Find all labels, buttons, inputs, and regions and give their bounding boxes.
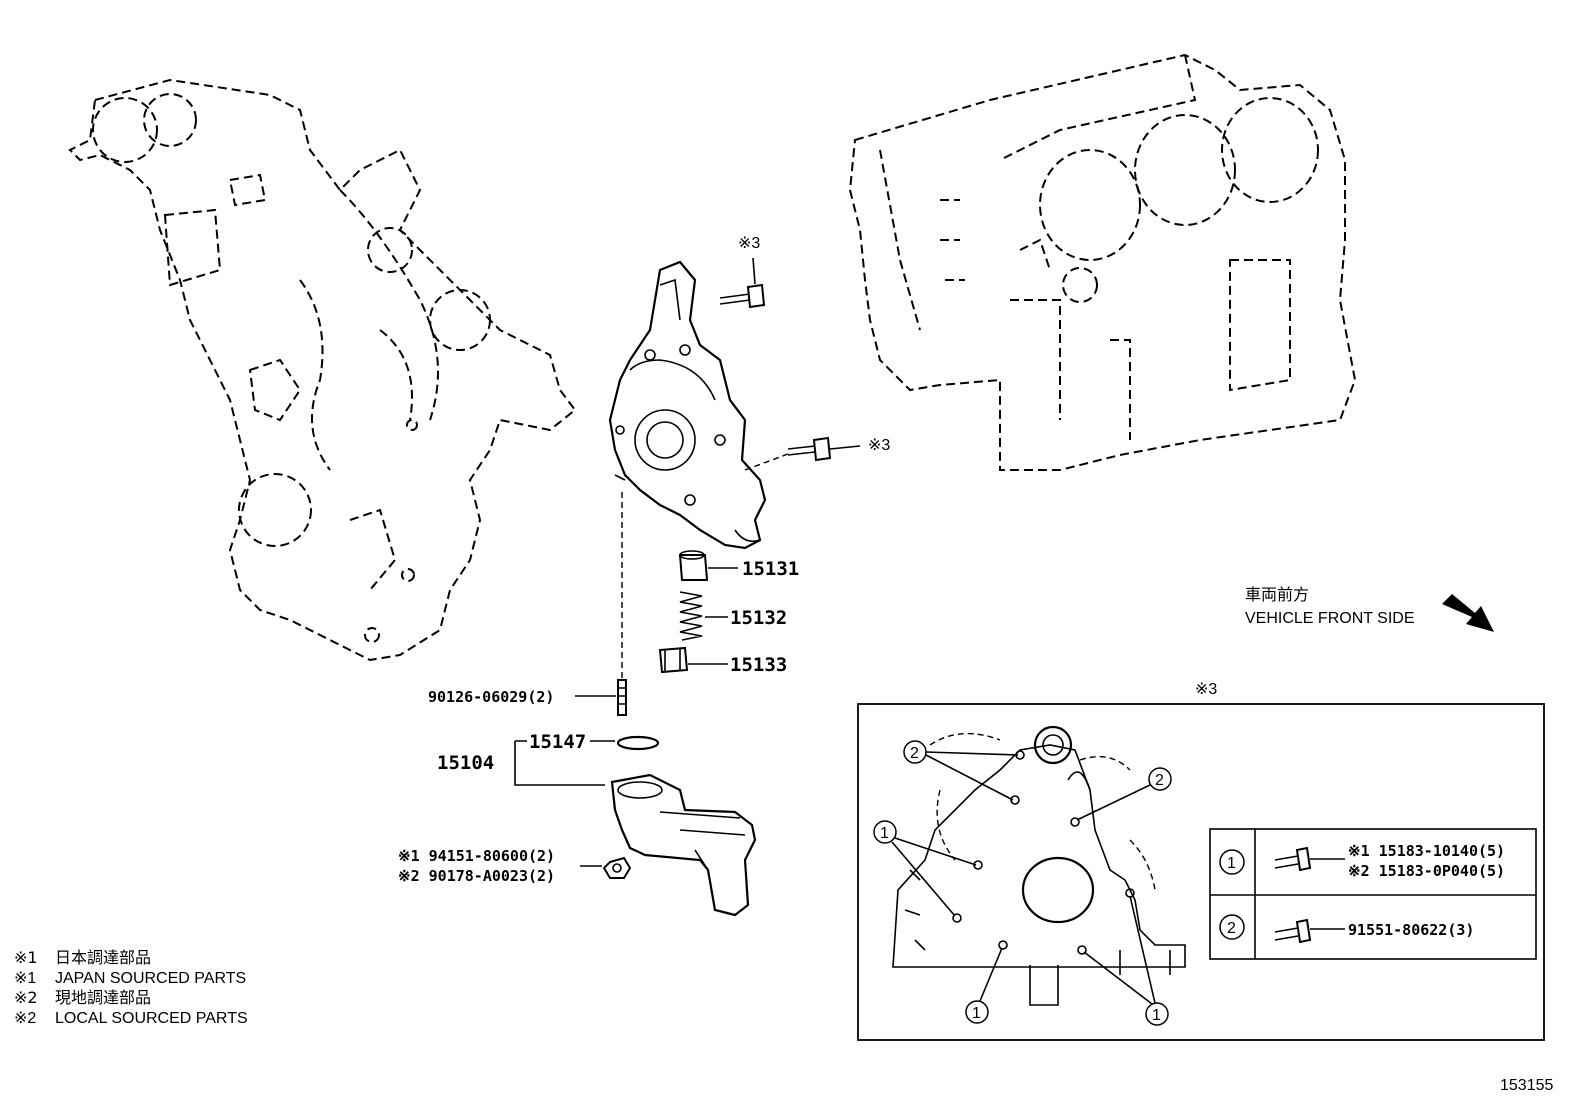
callout-15131: 15131 [742, 558, 799, 580]
bolt-mid-icon [744, 436, 861, 471]
legend-mark-1: ※1 [14, 948, 38, 967]
oil-strainer-icon [610, 773, 757, 917]
callout-15104: 15104 [437, 752, 494, 774]
o-ring-icon [616, 735, 660, 751]
spring-icon [679, 591, 703, 641]
figure-id: 153155 [1500, 1077, 1553, 1094]
relief-valve-icon [678, 550, 709, 581]
cylinder-block-outline [848, 53, 1357, 471]
callout-bolt-mid: ※3 [868, 437, 890, 454]
legend-mark-3: ※2 [14, 988, 38, 1007]
bolt-type2-icon [1274, 918, 1345, 944]
legend-text-2: JAPAN SOURCED PARTS [55, 970, 246, 987]
detail-marker-2a: 2 [903, 740, 1019, 801]
legend-mark-2: ※1 [14, 970, 36, 987]
bolt-top-icon [719, 257, 766, 309]
oil-pump-assembly [608, 260, 767, 550]
direction-label-en: VEHICLE FRONT SIDE [1245, 610, 1415, 627]
table-row1-line2: ※2 15183-0P040(5) [1348, 862, 1505, 880]
table-row1-id: 1 [1227, 855, 1236, 872]
detail-marker-2b: 2 [1076, 767, 1172, 821]
detail-frame [857, 703, 1545, 1041]
bolt-type1-icon [1274, 846, 1345, 872]
callout-15132: 15132 [730, 607, 787, 629]
svg-text:1: 1 [1152, 1007, 1161, 1024]
nut-icon [602, 856, 632, 879]
stud-icon [617, 679, 627, 716]
svg-text:2: 2 [1155, 772, 1164, 789]
callout-stud: 90126-06029(2) [428, 688, 554, 706]
svg-text:1: 1 [880, 825, 889, 842]
timing-cover-outline [68, 78, 577, 662]
callout-15133: 15133 [730, 654, 787, 676]
detail-bolt-table: 1 2 ※1 15183-10140(5) ※2 15183-0P040(5) … [1209, 828, 1537, 960]
detail-marker-1b: 1 [965, 947, 1003, 1024]
table-row2-id: 2 [1227, 920, 1236, 937]
legend-text-3: 現地調達部品 [55, 988, 151, 1007]
arrow-down-right-icon [1442, 594, 1494, 632]
legend: ※1 日本調達部品 ※1 JAPAN SOURCED PARTS ※2 現地調達… [14, 948, 248, 1027]
callout-15147: 15147 [529, 731, 586, 753]
detail-marker-1a: 1 [873, 820, 977, 917]
table-row2-line1: 91551-80622(3) [1348, 921, 1474, 939]
svg-text:2: 2 [910, 745, 919, 762]
svg-text:1: 1 [972, 1005, 981, 1022]
direction-label-jp: 車両前方 [1245, 585, 1309, 604]
callout-bolt-top: ※3 [738, 235, 760, 252]
callout-nut2: ※2 90178-A0023(2) [398, 867, 555, 885]
table-row1-line1: ※1 15183-10140(5) [1348, 842, 1505, 860]
legend-mark-4: ※2 [14, 1010, 36, 1027]
detail-marker-1c: 1 [1083, 895, 1169, 1026]
legend-text-1: 日本調達部品 [55, 948, 151, 967]
detail-pump-outline [892, 725, 1186, 1006]
detail-title: ※3 [1195, 681, 1217, 698]
callout-nut1: ※1 94151-80600(2) [398, 847, 555, 865]
plug-icon [658, 646, 689, 674]
legend-text-4: LOCAL SOURCED PARTS [55, 1010, 248, 1027]
